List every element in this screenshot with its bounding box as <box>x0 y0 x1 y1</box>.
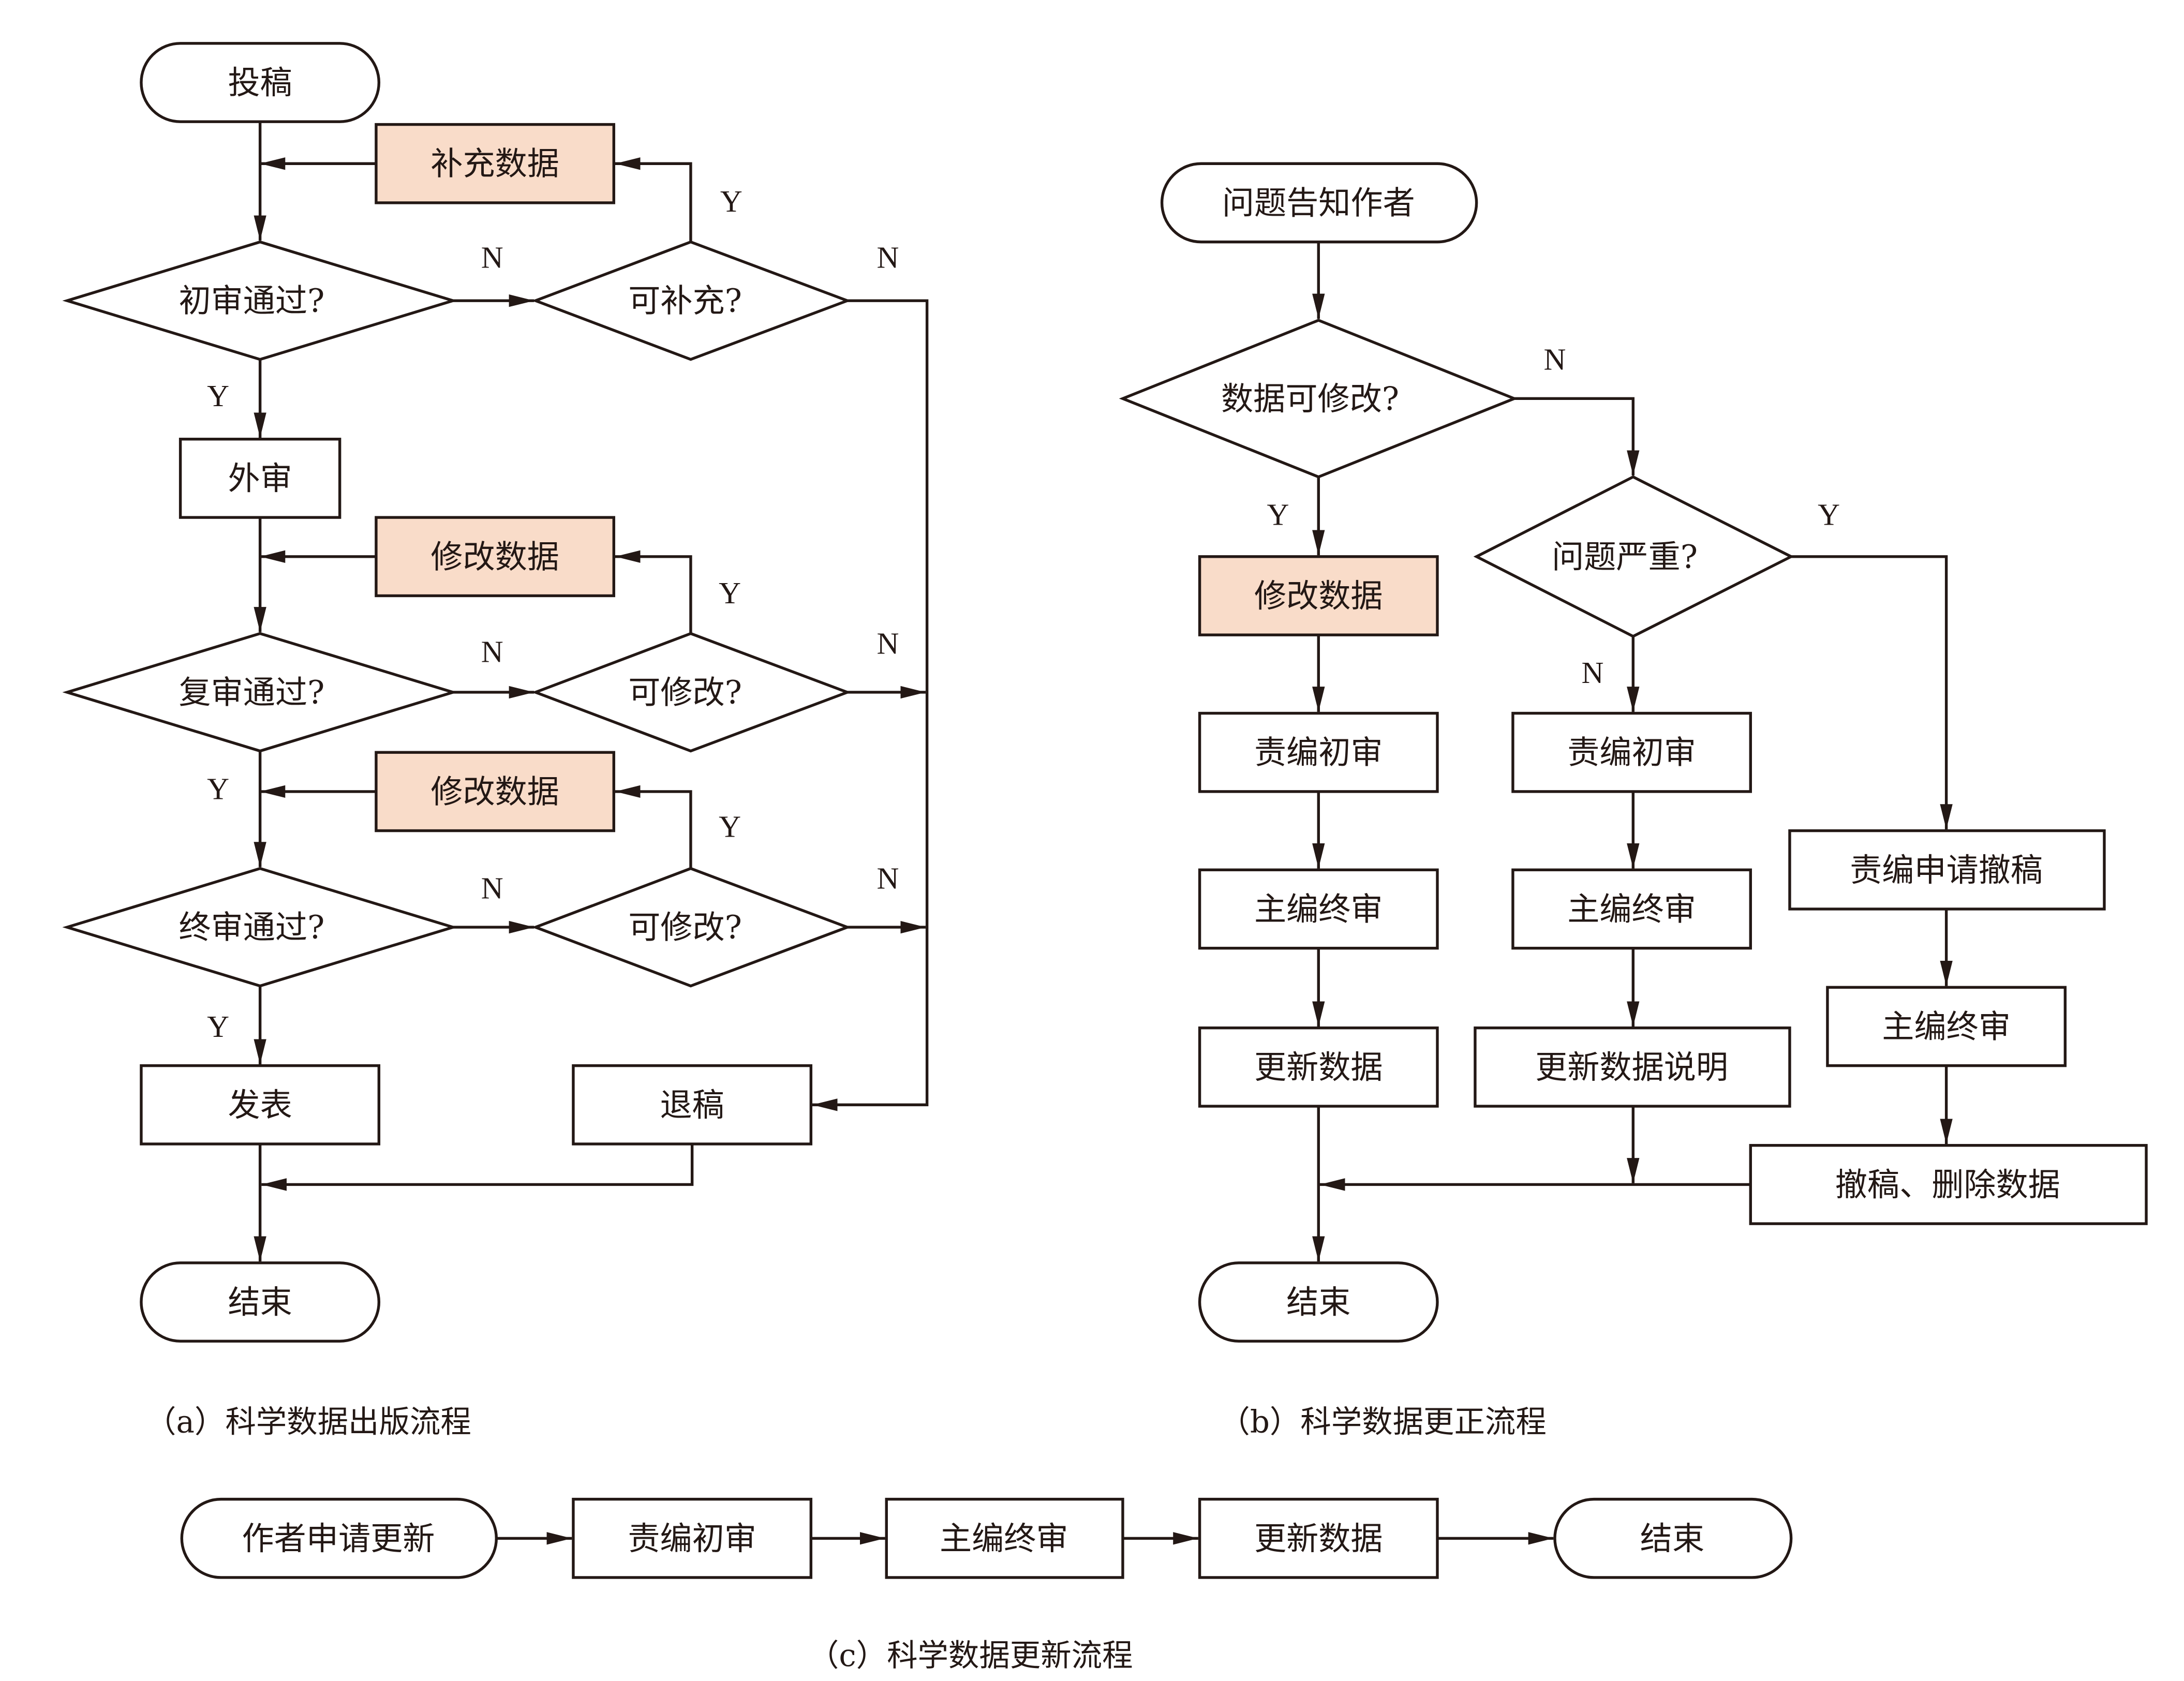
caption-a: （a）科学数据出版流程 <box>145 1404 471 1440</box>
edge-modify2-y <box>615 785 692 869</box>
node-chief-review-1-label: 主编终审 <box>1254 890 1383 928</box>
node-c-end: 结束 <box>1553 1497 1793 1579</box>
edge-supplement-y <box>615 157 692 242</box>
edge-label-modify2-n: N <box>876 861 899 895</box>
node-update-data-note: 更新数据说明 <box>1474 1026 1791 1108</box>
edge-label-modify1-y: Y <box>719 576 741 610</box>
caption-c: （c）科学数据更新流程 <box>808 1638 1133 1674</box>
node-editor-review-2-label: 责编初审 <box>1567 734 1696 771</box>
edge-label-initial-n: N <box>481 240 503 274</box>
diagram-b-correction-flow: 问题告知作者 数据可修改? 问题严重? 修改数据 责编初审 主编终审 更新数据 <box>1119 162 2148 1440</box>
node-publish-label: 发表 <box>228 1086 292 1124</box>
decision-issue-serious: 问题严重? <box>1473 475 1794 638</box>
node-publish: 发表 <box>140 1064 381 1146</box>
node-editor-review-1-label: 责编初审 <box>1254 734 1383 771</box>
node-c-chief-review: 主编终审 <box>885 1497 1124 1579</box>
node-submit-label: 投稿 <box>228 64 292 101</box>
decision-can-modify-2-label: 可修改? <box>628 909 742 946</box>
edge-label-modifiable-n: N <box>1543 343 1566 377</box>
node-supplement-data-label: 补充数据 <box>430 145 559 183</box>
node-external-review-label: 外审 <box>228 459 292 497</box>
decision-re-review-label: 复审通过? <box>179 673 324 711</box>
node-notify-author-label: 问题告知作者 <box>1222 184 1415 221</box>
node-submit: 投稿 <box>140 42 381 123</box>
node-retract-delete-label: 撤稿、删除数据 <box>1835 1166 2060 1203</box>
node-update-data: 更新数据 <box>1198 1026 1439 1108</box>
node-modify-data-1: 修改数据 <box>375 516 616 598</box>
node-c-end-label: 结束 <box>1640 1520 1704 1557</box>
node-reject: 退稿 <box>572 1064 813 1146</box>
node-modify-data-2-label: 修改数据 <box>430 772 559 810</box>
node-external-review: 外审 <box>179 438 341 519</box>
edge-label-final-n: N <box>481 871 503 905</box>
edge-label-serious-n: N <box>1581 656 1603 690</box>
node-reject-label: 退稿 <box>660 1086 724 1124</box>
node-c-author-request: 作者申请更新 <box>180 1497 498 1579</box>
node-modify-data-b-label: 修改数据 <box>1254 577 1383 615</box>
decision-initial-review: 初审通过? <box>62 240 458 361</box>
edge-label-initial-y: Y <box>207 379 229 413</box>
node-editor-review-1: 责编初审 <box>1198 711 1439 793</box>
node-supplement-data: 补充数据 <box>375 123 616 204</box>
edge-modify1-y <box>615 550 692 634</box>
decision-data-modifiable-label: 数据可修改? <box>1221 380 1399 418</box>
node-chief-review-2-label: 主编终审 <box>1567 890 1696 928</box>
decision-can-modify-1: 可修改? <box>531 632 852 753</box>
caption-b: （b）科学数据更正流程 <box>1219 1404 1546 1440</box>
node-chief-review-3: 主编终审 <box>1826 986 2067 1067</box>
decision-re-review: 复审通过? <box>62 632 458 753</box>
decision-can-supplement-label: 可补充? <box>628 282 742 320</box>
decision-can-modify-2: 可修改? <box>531 867 852 988</box>
decision-final-review-label: 终审通过? <box>179 909 324 946</box>
node-chief-review-1: 主编终审 <box>1198 868 1439 950</box>
edge-label-supplement-y: Y <box>720 184 742 218</box>
node-retract-delete: 撤稿、删除数据 <box>1749 1144 2148 1225</box>
diagram-a-connectors <box>254 122 929 1262</box>
decision-initial-review-label: 初审通过? <box>179 282 324 320</box>
node-update-data-label: 更新数据 <box>1254 1048 1383 1086</box>
node-chief-review-2: 主编终审 <box>1511 868 1752 950</box>
node-chief-review-3-label: 主编终审 <box>1882 1007 2011 1045</box>
node-c-author-request-label: 作者申请更新 <box>242 1520 435 1557</box>
edge-label-final-y: Y <box>207 1009 229 1044</box>
node-modify-data-2: 修改数据 <box>375 751 616 832</box>
diagram-b-connectors <box>1312 242 1953 1262</box>
edge-serious-y <box>1791 555 1953 829</box>
node-update-data-note-label: 更新数据说明 <box>1535 1048 1728 1086</box>
node-end-a-label: 结束 <box>228 1283 292 1321</box>
edge-label-modifiable-y: Y <box>1267 498 1289 532</box>
node-modify-data-1-label: 修改数据 <box>430 538 559 575</box>
edge-supplement-n <box>812 299 929 1111</box>
node-end-a: 结束 <box>140 1261 381 1343</box>
node-editor-review-2: 责编初审 <box>1511 711 1752 793</box>
node-modify-data-b: 修改数据 <box>1198 555 1439 636</box>
edge-label-re-y: Y <box>207 771 229 806</box>
decision-final-review: 终审通过? <box>62 867 458 988</box>
node-notify-author: 问题告知作者 <box>1160 162 1478 244</box>
edge-label-re-n: N <box>481 635 503 669</box>
node-c-update-data-label: 更新数据 <box>1254 1520 1383 1557</box>
node-c-editor-review: 责编初审 <box>572 1497 813 1579</box>
decision-can-modify-1-label: 可修改? <box>628 673 742 711</box>
diagram-c-update-flow: 作者申请更新 责编初审 主编终审 更新数据 结束 （c）科学数据更新流程 <box>180 1497 1793 1674</box>
edge-reject-to-merge <box>261 1144 694 1191</box>
node-c-update-data: 更新数据 <box>1198 1497 1439 1579</box>
edge-label-supplement-n: N <box>876 240 899 274</box>
edge-label-modify1-n: N <box>876 626 899 660</box>
decision-data-modifiable: 数据可修改? <box>1119 319 1518 479</box>
decision-issue-serious-label: 问题严重? <box>1552 538 1698 575</box>
node-c-editor-review-label: 责编初审 <box>628 1520 756 1557</box>
edge-modifiable-n <box>1514 397 1640 476</box>
edge-label-serious-y: Y <box>1818 498 1840 532</box>
diagram-a-publication-flow: 投稿 补充数据 初审通过? 可补充? 外审 修改数据 复审通过? 可修改? <box>62 42 929 1440</box>
edge-label-modify2-y: Y <box>719 809 741 843</box>
node-end-b-label: 结束 <box>1286 1283 1350 1321</box>
node-c-chief-review-label: 主编终审 <box>940 1520 1068 1557</box>
node-editor-request-retract-label: 责编申请撤稿 <box>1850 851 2043 889</box>
node-end-b: 结束 <box>1198 1261 1439 1343</box>
node-editor-request-retract: 责编申请撤稿 <box>1788 829 2106 911</box>
decision-can-supplement: 可补充? <box>531 240 852 361</box>
